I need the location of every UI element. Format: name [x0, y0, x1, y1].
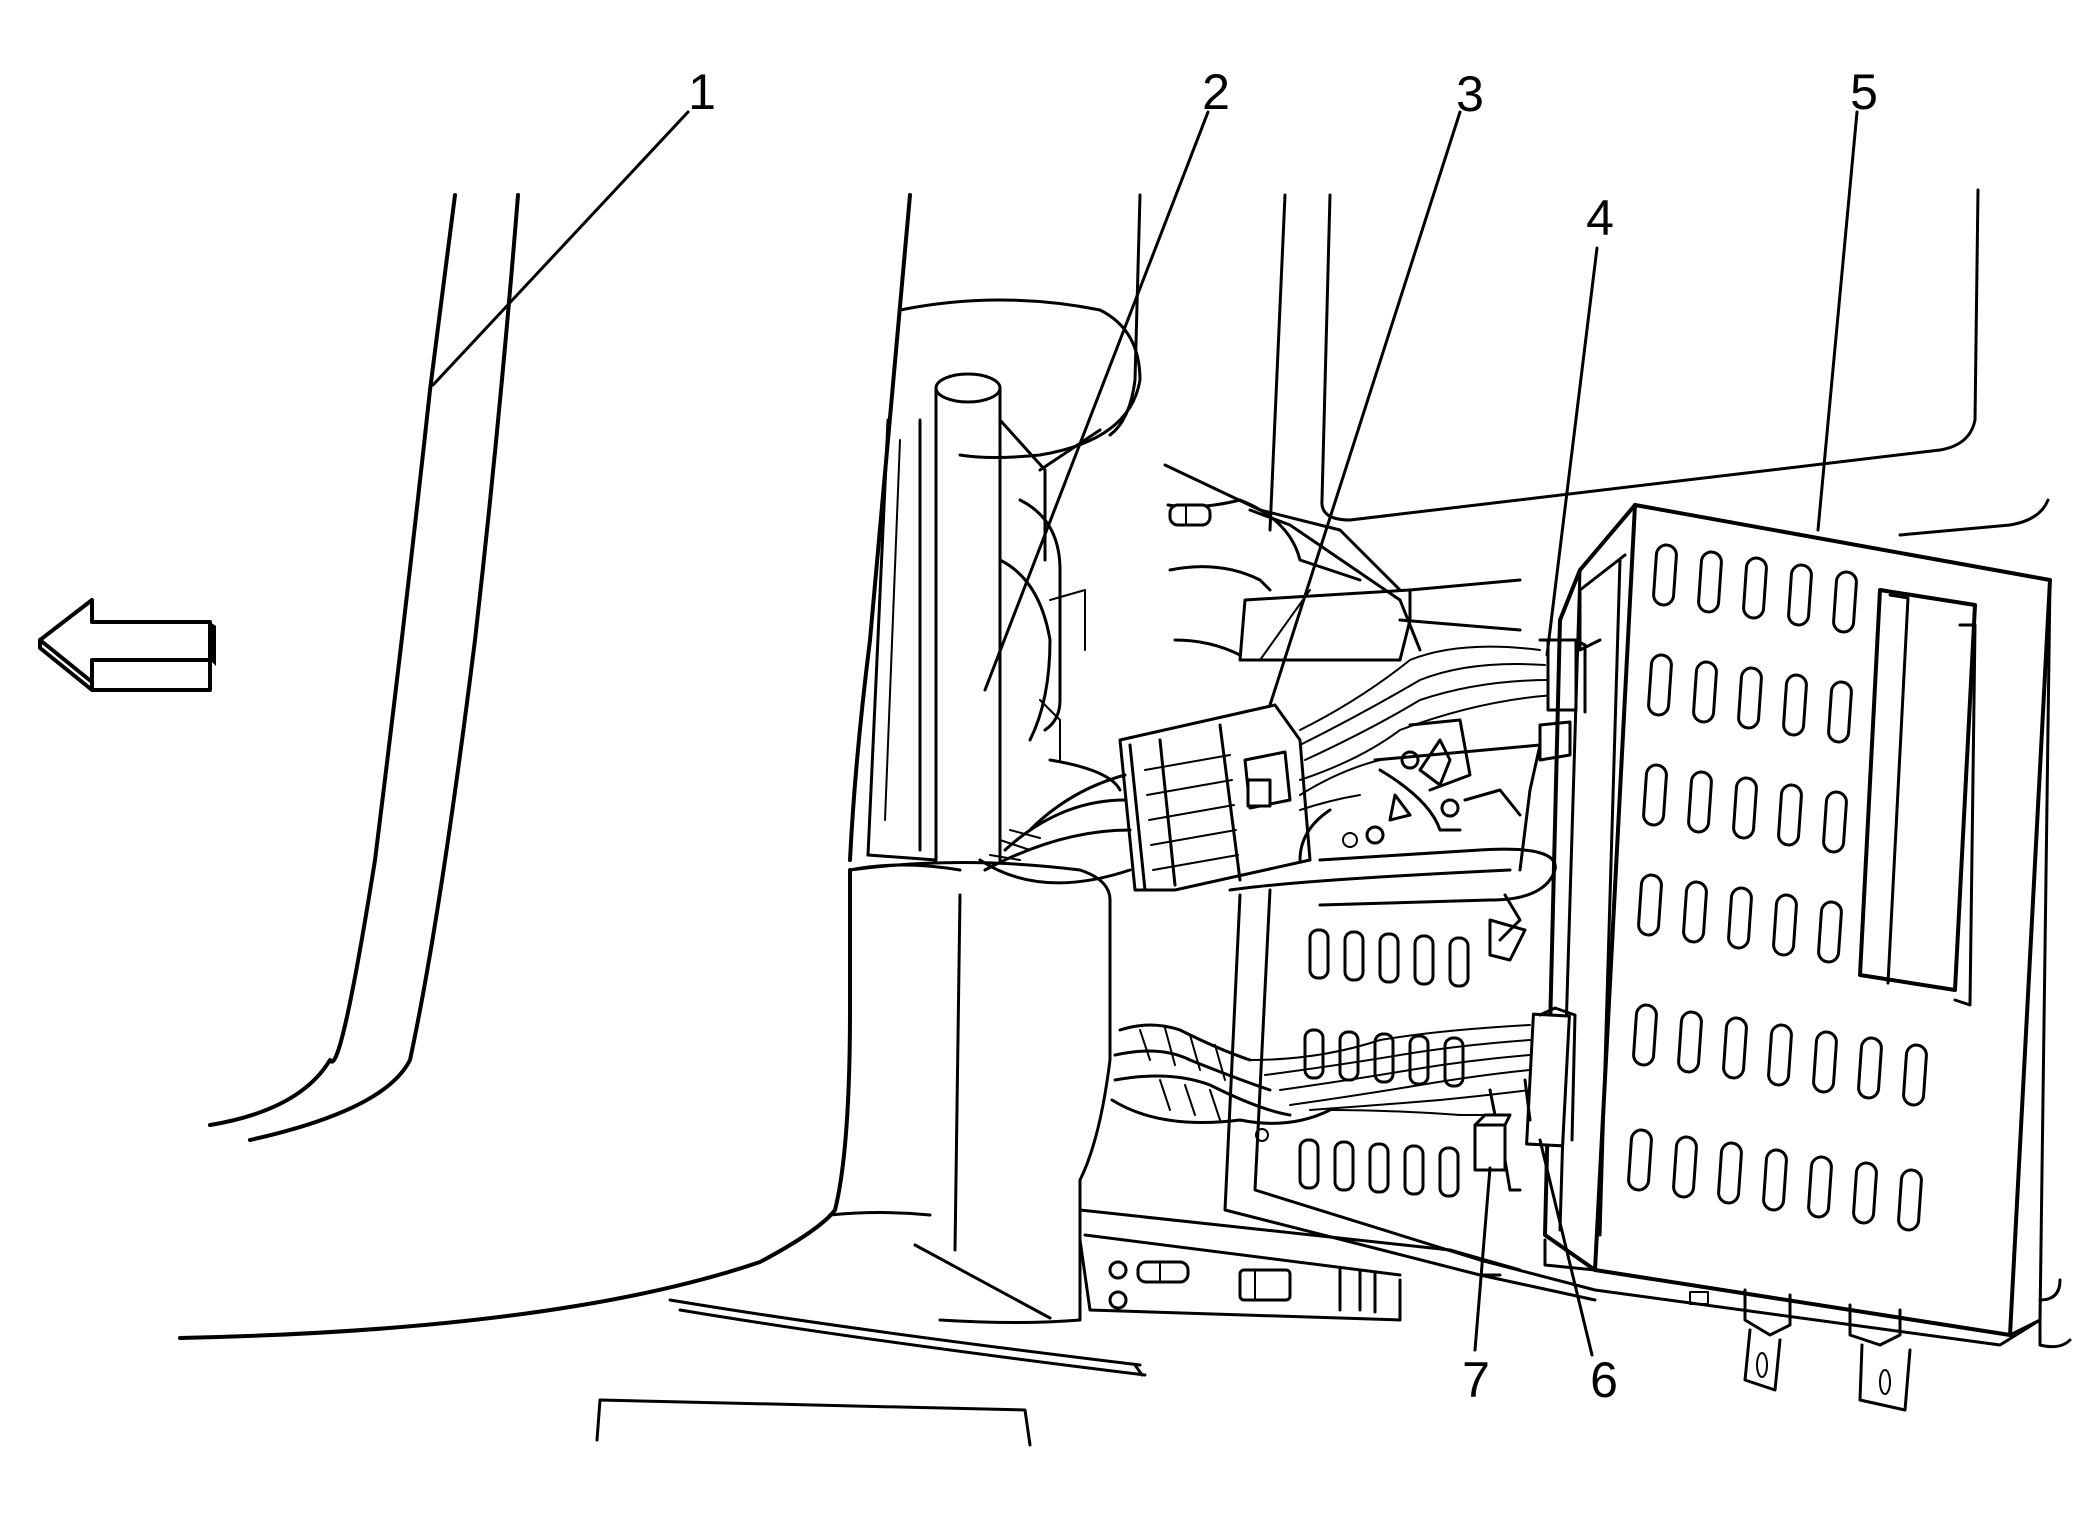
lower-wire-harness	[1110, 1006, 1577, 1192]
callout-labels: 1 2 3 4 5 6 7	[688, 64, 1878, 1408]
upper-wire-harness	[1299, 638, 1587, 811]
callout-2: 2	[1202, 64, 1230, 120]
dash-support-bracket	[1163, 188, 2050, 662]
mounting-tabs	[1689, 1288, 1912, 1412]
trim-panel	[178, 193, 1112, 1340]
lower-mounting-bracket	[595, 1208, 1522, 1447]
callout-5: 5	[1850, 64, 1878, 120]
callout-1: 1	[688, 64, 716, 120]
vent-slots-top	[1627, 543, 1928, 1232]
callout-6: 6	[1590, 1352, 1618, 1408]
callout-7: 7	[1462, 1352, 1490, 1408]
callout-4: 4	[1586, 190, 1614, 246]
mounting-column	[866, 193, 1142, 862]
radio-unit	[1478, 503, 2072, 1412]
arrow-left-icon	[38, 598, 216, 692]
callout-3: 3	[1456, 66, 1484, 122]
radio-bracket-plate	[1223, 718, 1557, 1277]
vent-slots-rear	[1298, 928, 1470, 1198]
radio-electrical-connector-upper	[978, 703, 1312, 892]
leader-lines	[431, 110, 1859, 1357]
